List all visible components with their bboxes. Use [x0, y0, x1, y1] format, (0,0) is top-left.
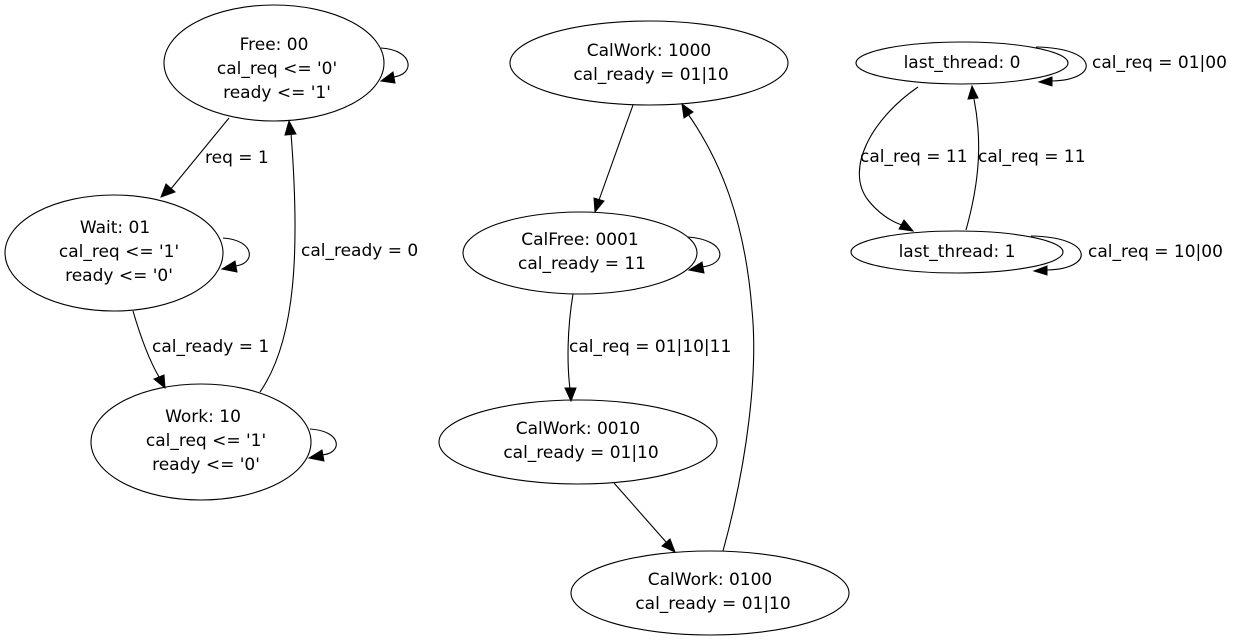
node-work-shape: [90, 383, 312, 501]
edge-calwork1000-calfree0001-path: [598, 104, 634, 201]
edge-last-thread-1-0-arrow: [967, 84, 979, 100]
node-last-thread-0-shape: [855, 41, 1069, 85]
node-calwork-0100: CalWork: 0100 cal_ready = 01|10: [570, 550, 850, 636]
edge-calwork0010-calwork0100-arrow: [661, 538, 676, 553]
node-calwork-0010-shape: [438, 399, 718, 485]
edge-work-free-path: [259, 132, 296, 393]
edge-last-thread-0-1: cal_req = 11: [858, 86, 968, 232]
node-wait-line-2: cal_req <= '1': [59, 242, 179, 262]
node-last-thread-1-shape: [850, 230, 1064, 274]
node-work: Work: 10 cal_req <= '1' ready <= '0': [90, 383, 312, 501]
fsm-thread: last_thread: 0 cal_req = 01|00 last_thre…: [850, 41, 1227, 276]
edge-wait-work-label: cal_ready = 1: [152, 337, 269, 357]
edge-wait-work: cal_ready = 1: [132, 310, 269, 390]
node-calfree-0001: CalFree: 0001 cal_ready = 11: [462, 211, 698, 295]
edge-last-thread-0-self-path: [1035, 46, 1087, 82]
node-calwork-1000-shape: [509, 20, 789, 106]
node-calwork-1000-line-1: CalWork: 1000: [587, 41, 711, 61]
node-calwork-0010-line-2: cal_ready = 01|10: [503, 443, 658, 463]
node-last-thread-1-line-1: last_thread: 1: [899, 242, 1016, 262]
edge-calfree0001-calwork0010-arrow: [564, 387, 577, 403]
fsm-cal: CalWork: 1000 cal_ready = 01|10 CalFree:…: [438, 20, 850, 636]
edge-calwork0100-calwork1000-arrow: [681, 102, 694, 119]
node-free-line-1: Free: 00: [240, 35, 309, 55]
node-work-line-2: cal_req <= '1': [146, 431, 266, 451]
edge-work-self-path: [309, 428, 337, 456]
edge-work-self: [307, 428, 337, 462]
edge-last-thread-1-0-path: [965, 98, 980, 231]
edge-wait-self: [220, 237, 250, 273]
edge-last-thread-0-1-arrow: [898, 219, 915, 232]
edge-free-wait-path: [169, 117, 230, 191]
edge-free-wait-label: req = 1: [205, 148, 269, 168]
node-work-line-3: ready <= '0': [152, 455, 260, 475]
edge-last-thread-1-0: cal_req = 11: [965, 84, 1086, 231]
node-wait-shape: [4, 194, 224, 312]
edge-work-free-label: cal_ready = 0: [301, 241, 418, 261]
node-wait: Wait: 01 cal_req <= '1' ready <= '0': [4, 194, 224, 312]
node-work-line-1: Work: 10: [165, 407, 241, 427]
edge-last-thread-1-self-label: cal_req = 10|00: [1088, 242, 1223, 262]
edge-calwork0100-calwork1000: [681, 102, 755, 552]
edge-work-free-arrow: [284, 119, 297, 136]
node-wait-line-3: ready <= '0': [65, 266, 173, 286]
node-calwork-0100-line-2: cal_ready = 01|10: [635, 594, 790, 614]
node-free-line-2: cal_req <= '0': [217, 59, 337, 79]
node-last-thread-0: last_thread: 0: [855, 41, 1069, 85]
edge-free-self: [379, 47, 409, 84]
node-calfree-0001-shape: [462, 211, 698, 295]
edge-wait-work-arrow: [153, 374, 166, 390]
edge-calfree-self: [687, 236, 721, 274]
edge-free-wait-arrow: [160, 183, 176, 198]
edge-free-self-path: [380, 47, 409, 78]
edge-calfree0001-calwork0010: cal_req = 01|10|11: [564, 293, 731, 403]
edge-free-wait: req = 1: [160, 117, 269, 198]
edge-calfree0001-calwork0010-path: [567, 293, 574, 390]
edge-calfree0001-calwork0010-label: cal_req = 01|10|11: [569, 337, 731, 357]
node-free-shape: [163, 4, 385, 122]
edge-wait-work-path: [132, 310, 160, 378]
edge-last-thread-1-self: cal_req = 10|00: [1030, 235, 1223, 276]
edge-work-self-arrow: [307, 449, 325, 462]
node-free-line-3: ready <= '1': [223, 83, 331, 103]
edge-last-thread-0-self-arrow: [1037, 76, 1053, 87]
node-calwork-0100-shape: [570, 550, 850, 636]
node-last-thread-1: last_thread: 1: [850, 230, 1064, 274]
edge-last-thread-1-0-label: cal_req = 11: [978, 147, 1086, 167]
edge-last-thread-1-self-path: [1030, 235, 1082, 271]
node-calwork-1000: CalWork: 1000 cal_ready = 01|10: [509, 20, 789, 106]
node-calwork-0010: CalWork: 0010 cal_ready = 01|10: [438, 399, 718, 485]
node-wait-line-1: Wait: 01: [80, 218, 150, 238]
node-calfree-0001-line-2: cal_ready = 11: [518, 254, 646, 274]
edge-calwork1000-calfree0001: [593, 104, 634, 214]
edge-work-free: cal_ready = 0: [259, 119, 418, 393]
edge-calwork0010-calwork0100: [613, 482, 676, 553]
node-free: Free: 00 cal_req <= '0' ready <= '1': [163, 4, 385, 122]
node-calwork-0010-line-1: CalWork: 0010: [516, 419, 640, 439]
node-last-thread-0-line-1: last_thread: 0: [904, 53, 1021, 73]
fsm-main: Free: 00 cal_req <= '0' ready <= '1' Wai…: [4, 4, 418, 501]
edge-last-thread-0-self: cal_req = 01|00: [1035, 46, 1227, 87]
edge-wait-self-arrow: [220, 260, 238, 273]
edge-last-thread-0-1-path: [858, 86, 919, 226]
node-calfree-0001-line-1: CalFree: 0001: [521, 230, 638, 250]
edge-last-thread-0-self-label: cal_req = 01|00: [1092, 53, 1227, 73]
edge-calfree-self-arrow: [687, 261, 705, 274]
edge-last-thread-0-1-label: cal_req = 11: [860, 147, 968, 167]
edge-last-thread-1-self-arrow: [1032, 265, 1048, 276]
node-calwork-0100-line-1: CalWork: 0100: [648, 570, 772, 590]
edge-calwork0100-calwork1000-path: [687, 113, 755, 552]
edge-free-self-arrow: [379, 71, 396, 84]
edge-wait-self-path: [222, 237, 250, 267]
node-calwork-1000-line-2: cal_ready = 01|10: [573, 65, 728, 85]
edge-calwork1000-calfree0001-arrow: [593, 197, 605, 214]
edge-calfree-self-path: [687, 236, 721, 268]
edge-calwork0010-calwork0100-path: [613, 482, 667, 543]
